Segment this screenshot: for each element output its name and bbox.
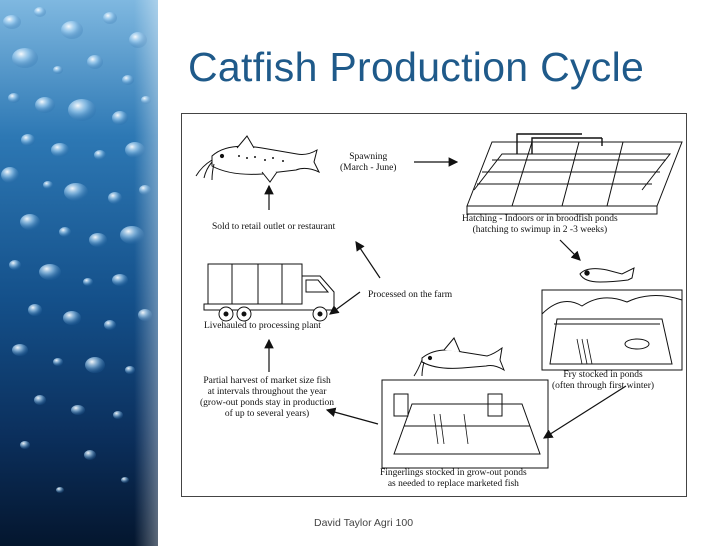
fingerlings-line: Fingerlings stocked in grow-out ponds [380,468,527,478]
slide-title: Catfish Production Cycle [188,44,645,90]
fry-label: Fry stocked in ponds (often through firs… [552,370,654,392]
fingerlings-note: as needed to replace marketed fish [387,479,519,489]
harvest-line-2: at intervals throughout the year [207,387,327,397]
fry-note: (often through first winter) [552,381,655,391]
grow-out-pond-illustration [381,379,549,469]
harvest-line-1: Partial harvest of market size fish [203,376,331,386]
sold-label: Sold to retail outlet or restaurant [212,222,335,233]
fingerling-illustration [413,337,506,377]
harvest-label: Partial harvest of market size fish at i… [200,376,334,420]
spawning-line: Spawning [349,152,388,162]
livehauled-label: Livehauled to processing plant [204,321,321,332]
fry-illustration [579,267,635,283]
harvest-line-4: of up to several years) [224,409,310,419]
hatchery-troughs-illustration [466,133,683,215]
live-haul-truck-illustration [203,263,335,322]
harvest-line-3: (grow-out ponds stay in production [200,398,335,408]
sold-text: Sold to retail outlet or restaurant [212,222,336,232]
livehauled-text: Livehauled to processing plant [204,321,321,331]
spawning-season: (March - June) [340,163,397,173]
hatching-duration: (hatching to swimup in 2 -3 weeks) [472,225,608,235]
fry-pond-illustration [541,289,683,371]
slide-footer: David Taylor Agri 100 [314,517,414,529]
processed-label: Processed on the farm [368,290,452,301]
hatching-line: Hatching - Indoors or in broodfish ponds [462,214,618,224]
production-cycle-diagram: Spawning (March - June) Hatching - Indoo… [181,113,687,497]
hatching-label: Hatching - Indoors or in broodfish ponds… [462,214,618,236]
cycle-arrows [264,157,627,439]
fingerlings-label: Fingerlings stocked in grow-out ponds as… [380,468,527,490]
spawning-label: Spawning (March - June) [340,152,396,174]
adult-catfish-illustration [195,135,321,183]
water-bubbles-image [0,0,158,546]
fry-line: Fry stocked in ponds [563,370,643,380]
processed-text: Processed on the farm [368,290,453,300]
